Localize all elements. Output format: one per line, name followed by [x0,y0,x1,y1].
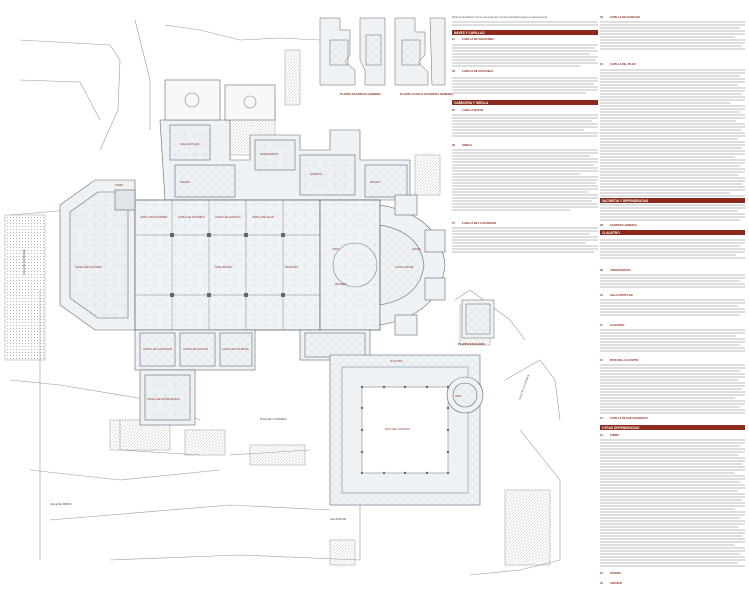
entry-head: TORRE [610,433,619,437]
inset-escalera [461,299,495,339]
room-label: CLAUSTRO [390,360,403,363]
section-title: CLAUSTRO [602,231,620,235]
room-label: SACRISTIA [310,173,323,176]
section-title: NAVES Y CAPILLAS [454,31,484,35]
entry-num: 11 [600,323,603,327]
cathedral-plan [59,79,484,506]
room-label: TORRE [115,185,123,187]
room-label: CAPILLA DE SAN FRANCISCO [147,398,180,401]
room-label: NAVE CENTRAL [215,266,233,269]
street-label: CALLE DE LA CATEDRAL [518,373,530,400]
entry-num: 01 [452,37,455,41]
street-label: CALLE DE SAN MIGUEL [23,248,26,275]
room-label: ARCHIVO [370,181,381,184]
inset-sacristia [319,17,386,86]
entry-num: 06 [452,143,455,147]
room-label: TESORO [180,182,190,184]
section-title: CABECERA Y GIROLA [454,101,489,105]
room-label: SALA CAPITULAR [180,143,200,146]
room-labels: NAVE CENTRAL CAPILLA MAYOR CORO TRASCORO… [75,143,462,431]
room-label: CAPILLA DE SAN PABLO [178,216,205,219]
entry-num: 10 [600,293,603,297]
section-title: SACRISTIA Y DEPENDENCIAS [602,199,648,203]
room-label: PATIO [455,395,462,398]
inset-title-altillo: PLANTA ALTILLO SACRISTIA GENERAL [400,92,454,96]
room-label: CAPILLA MAYOR [395,266,414,269]
street-label: CALLE MAYOR [330,518,347,521]
section-band [600,425,745,430]
entry-head: PATIO DEL CLAUSTRO [610,358,639,362]
entry-head: CAPILLA DE LA ASUNCION [462,221,496,225]
room-label: CAPILLA DEL PILAR [252,216,274,219]
entry-num: 09 [600,268,603,272]
inset-title-sacristia: PLANTA SACRISTIA GENERAL [340,92,382,96]
entry-num: 08 [600,223,603,227]
room-label: CORO [332,249,339,251]
entry-num: 03 [600,15,603,19]
section-band [600,198,745,203]
entry-head: CAPILLA DE SAN PEDRO [462,37,494,41]
entry-head: CAPILLA DE SAN PABLO [462,69,493,73]
legend-entries: 01 CAPILLA DE SAN PEDRO 02 CAPILLA DE SA… [452,15,648,585]
entry-head: CAPILLA MAYOR [462,108,483,112]
room-label: CAPILLA DE SAN PEDRO [140,216,168,219]
entry-head: ARCHIVO [610,581,622,585]
room-label: CAPILLA DE SANTIAGO [215,216,241,219]
entry-num: 02 [452,69,455,73]
legend: Tabla de identificacion de los elementos… [452,15,745,585]
section-title: OTRAS DEPENDENCIAS [602,426,639,430]
legend-section-bands: NAVES Y CAPILLAS CABECERA Y GIROLA SACRI… [452,30,745,430]
room-label: ANTESACRISTIA [260,153,279,156]
section-band [452,30,598,35]
entry-head: CAPILLA DE SAN FRANCISCO [610,416,648,420]
entry-head: ANTESACRISTIA [610,268,631,272]
room-label: CAPILLA DE LOS REYES [222,348,249,351]
section-band [452,100,598,105]
entry-num: 05 [452,108,455,112]
legend-intro: Tabla de identificacion de los elementos… [452,16,548,19]
entry-num: 07 [452,221,455,225]
street-label: CALLE DEL OBISPO [50,503,72,506]
room-label: GIROLA [412,248,421,251]
entry-num: 12 [600,358,603,362]
entry-head: CAPILLA DEL PILAR [610,62,636,66]
street-label: PLAZA DE LA CATEDRAL [260,418,288,421]
inset-plans: PLANTA SACRISTIA GENERAL PLANTA ALTILLO … [319,17,495,346]
entry-head: CLAUSTRO [610,323,624,327]
entry-num: 15 [600,571,603,575]
inset-altillo [394,17,446,86]
entry-head: SACRISTIA GENERAL [610,223,638,227]
entry-head: TESORO [610,571,621,575]
room-label: TRASCORO [285,266,298,269]
entry-num: 13 [600,416,603,420]
entry-head: GIROLA [462,143,472,147]
entry-head: SALA CAPITULAR [610,293,633,297]
room-label: CAPILLA DE SAN JUAN [183,348,208,351]
room-label: CAPILLA DEL SOCORRO [75,266,102,269]
room-label: CRUCERO [335,284,347,286]
entry-num: 16 [600,581,603,585]
room-label: PATIO DEL CLAUSTRO [385,428,410,431]
entry-num: 04 [600,62,603,66]
entry-head: CAPILLA DE SANTIAGO [610,15,640,19]
section-band [600,230,745,235]
legend-filler-lines [452,21,745,567]
entry-num: 14 [600,433,603,437]
room-label: CAPILLA DE LA ASUNCION [143,348,172,351]
inset-title-escalera: PLANTA ESCALERA [458,342,485,346]
